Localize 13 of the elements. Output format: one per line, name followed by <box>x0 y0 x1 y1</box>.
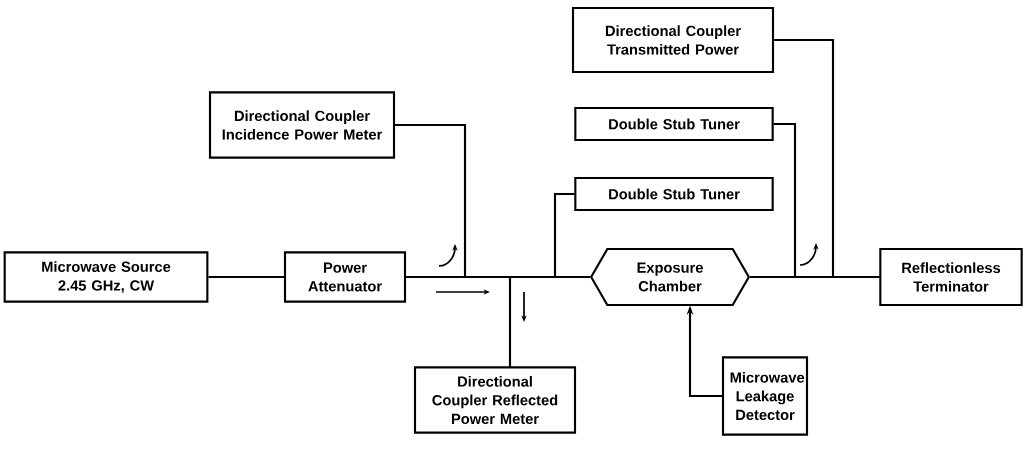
connector-line <box>553 192 590 279</box>
component-box: Reflectionless Terminator <box>879 247 1023 307</box>
component-box: Directional Coupler Transmitted Power <box>571 6 775 74</box>
connector-line <box>208 275 284 279</box>
component-box: Double Stub Tuner <box>574 106 774 142</box>
connector-line <box>774 38 880 279</box>
component-box: Microwave Leakage Detector <box>721 356 809 436</box>
component-box: Double Stub Tuner <box>574 176 774 212</box>
component-box: Microwave Source 2.45 GHz, CW <box>3 251 209 303</box>
chamber-hexagon: Exposure Chamber <box>589 247 751 307</box>
component-box: Directional Coupler Incidence Power Meter <box>208 91 396 159</box>
component-box: Power Attenuator <box>283 251 407 303</box>
component-box: Directional Coupler Reflected Power Meter <box>413 366 577 434</box>
